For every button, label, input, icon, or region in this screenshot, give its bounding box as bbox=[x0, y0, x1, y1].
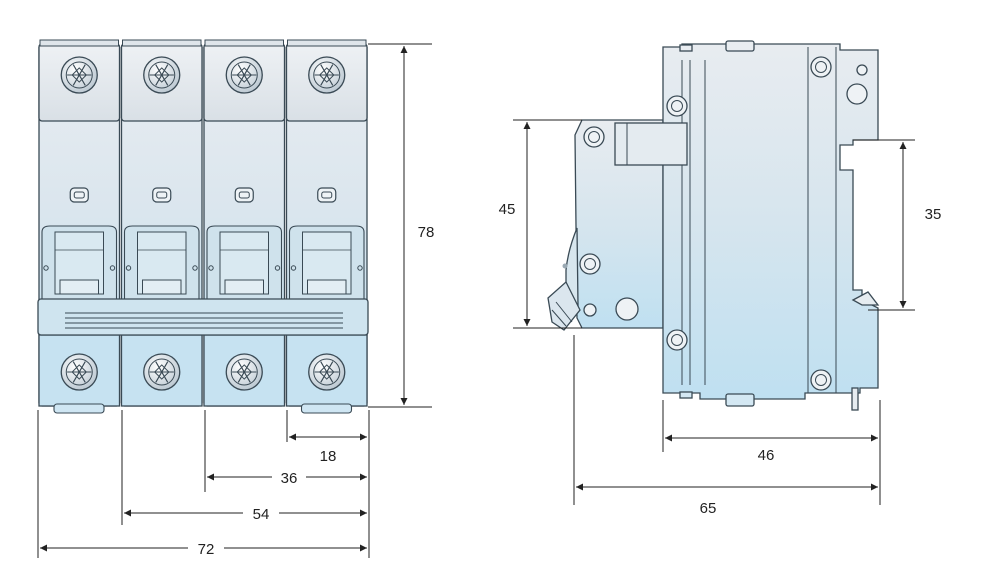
din-clip bbox=[53, 403, 105, 414]
dim-width-72: 72 bbox=[198, 541, 215, 558]
dim-height-78: 78 bbox=[418, 224, 435, 241]
dim-depth-46: 46 bbox=[758, 447, 775, 464]
din-clip bbox=[300, 403, 353, 414]
side-view bbox=[547, 40, 880, 411]
front-dimensions: 78 18 36 54 72 bbox=[37, 43, 442, 558]
terminal-screw-top-icon bbox=[143, 56, 181, 94]
handle-tie-bar bbox=[37, 298, 369, 336]
side-label-window bbox=[614, 122, 688, 166]
side-main-body bbox=[662, 43, 879, 400]
front-view bbox=[37, 39, 369, 414]
dim-din-rail-35: 35 bbox=[925, 206, 942, 223]
dim-depth-65: 65 bbox=[700, 500, 717, 517]
breaker-pole bbox=[120, 39, 203, 407]
dim-width-18: 18 bbox=[320, 448, 337, 465]
terminal-screw-top-icon bbox=[308, 56, 346, 94]
side-toggle-lever bbox=[547, 227, 581, 331]
terminal-screw-bottom-icon bbox=[308, 353, 346, 391]
terminal-screw-bottom-icon bbox=[143, 353, 181, 391]
terminal-screw-bottom-icon bbox=[225, 353, 263, 391]
dim-width-54: 54 bbox=[253, 506, 270, 523]
terminal-screw-top-icon bbox=[225, 56, 263, 94]
side-dimensions: 45 35 46 65 bbox=[493, 119, 942, 517]
dim-width-36: 36 bbox=[281, 470, 298, 487]
breaker-pole bbox=[38, 39, 121, 407]
dim-front-height-45: 45 bbox=[499, 201, 516, 218]
terminal-screw-bottom-icon bbox=[60, 353, 98, 391]
breaker-pole bbox=[285, 39, 368, 407]
terminal-screw-top-icon bbox=[60, 56, 98, 94]
side-screw-holes bbox=[562, 56, 868, 391]
breaker-pole bbox=[203, 39, 286, 407]
